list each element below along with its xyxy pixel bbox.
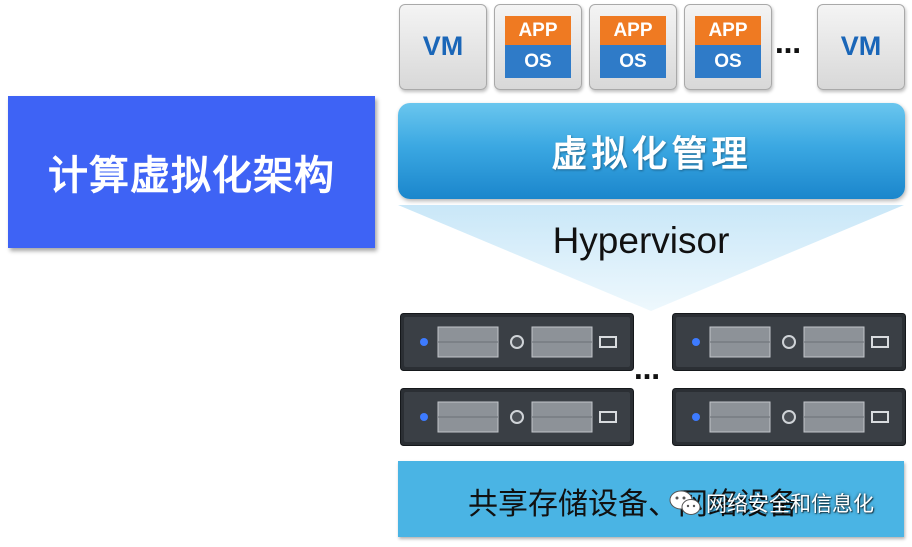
- app-os-tile: APP OS: [684, 4, 772, 90]
- server-unit: [400, 313, 634, 371]
- management-label: 虚拟化管理: [551, 134, 752, 175]
- watermark-text: 网络安全和信息化: [706, 492, 874, 516]
- server-unit: [400, 388, 634, 446]
- storage-label: 共享存储设备、网络设备: [468, 487, 798, 522]
- os-label: OS: [505, 45, 571, 78]
- vm-label: VM: [840, 31, 882, 61]
- vm-label: VM: [422, 31, 464, 61]
- os-label: OS: [600, 45, 666, 78]
- app-label: APP: [695, 16, 761, 45]
- vm-ellipsis: …: [775, 30, 802, 60]
- management-bar: 虚拟化管理: [398, 103, 905, 199]
- vm-tile: VM: [399, 4, 487, 90]
- app-label: APP: [505, 16, 571, 45]
- storage-bar: 共享存储设备、网络设备: [398, 461, 904, 537]
- server-ellipsis: …: [634, 356, 661, 386]
- app-label: APP: [600, 16, 666, 45]
- app-os-tile: APP OS: [494, 4, 582, 90]
- wechat-icon: [669, 490, 701, 515]
- title-box: 计算虚拟化架构: [8, 96, 375, 248]
- diagram-title: 计算虚拟化架构: [48, 153, 335, 199]
- hypervisor-funnel: [398, 205, 904, 311]
- hypervisor-label: Hypervisor: [552, 220, 730, 261]
- watermark: 网络安全和信息化: [668, 488, 874, 518]
- server-unit: [672, 313, 906, 371]
- server-unit: [672, 388, 906, 446]
- os-label: OS: [695, 45, 761, 78]
- vm-tile: VM: [817, 4, 905, 90]
- app-os-tile: APP OS: [589, 4, 677, 90]
